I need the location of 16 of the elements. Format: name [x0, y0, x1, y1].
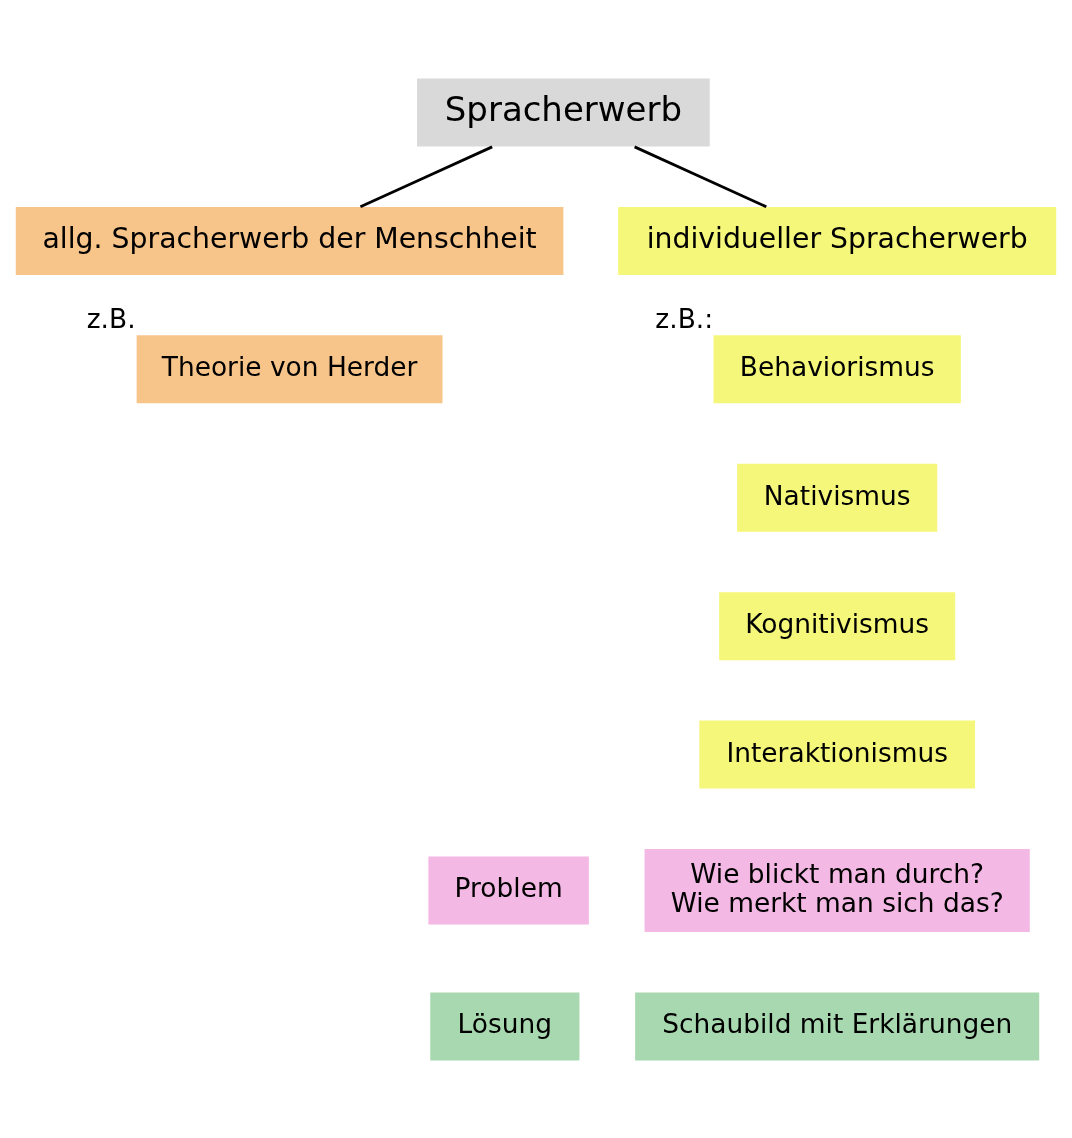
- connector: [634, 145, 767, 208]
- node-box: Theorie von Herder: [136, 334, 443, 403]
- node-box: Lösung: [430, 991, 580, 1060]
- node-box: Interaktionismus: [699, 720, 975, 789]
- node-box: Schaubild mit Erklärungen: [635, 991, 1040, 1060]
- node-box: Problem: [428, 856, 589, 924]
- node-box: Kognitivismus: [719, 591, 956, 660]
- node-box: allg. Spracherwerb der Menschheit: [15, 206, 564, 275]
- node-box: Behaviorismus: [713, 334, 961, 403]
- connector: [359, 145, 493, 208]
- node-box: individueller Spracherwerb: [618, 206, 1057, 275]
- node-label: z.B.:: [655, 302, 714, 334]
- node-label: z.B.: [86, 302, 136, 334]
- node-box: Spracherwerb: [417, 78, 710, 147]
- node-box: Wie blickt man durch? Wie merkt man sich das?: [644, 848, 1030, 932]
- node-box: Nativismus: [737, 463, 938, 532]
